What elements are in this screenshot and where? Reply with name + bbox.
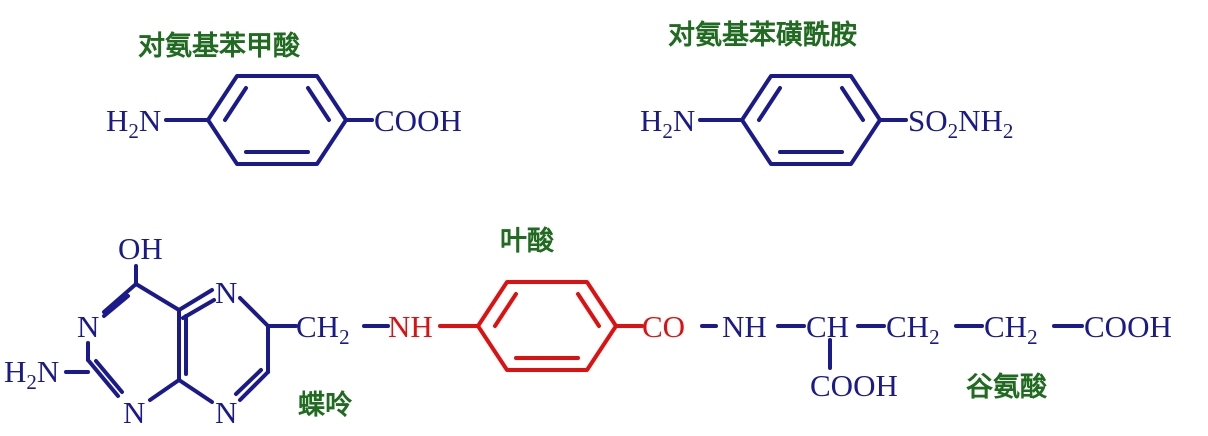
folic-acid-molecule: OH N N N N H2N CH2 NH [4,231,1172,430]
paba-amine: H2N [106,103,161,143]
folic-side-cooh: COOH [810,368,898,403]
folic-ring-n1: N [77,309,99,344]
folic-ring-bond [148,378,181,402]
sulfanilamide-molecule: H2N SO2NH2 [640,74,1013,166]
folic-ring-bond [238,296,270,328]
sulfa-double-bond [840,86,865,122]
label-sulfanilamide: 对氨基苯磺酰胺 [668,20,857,51]
sulfa-sulfonamide: SO2NH2 [908,103,1013,143]
folic-oh: OH [118,231,163,266]
label-paba: 对氨基苯甲酸 [138,31,301,62]
folic-ring-n2: N [123,395,145,430]
paba-molecule: H2N COOH [106,74,462,166]
folic-ring-double-bond [94,359,124,394]
folic-ring-n4: N [215,395,237,430]
folic-ch2-c: CH2 [984,309,1038,349]
label-glutamic-acid: 谷氨酸 [966,372,1048,403]
folic-nh: NH [388,309,433,344]
folic-ring-bond [86,358,120,398]
label-pteridine: 蝶呤 [298,389,353,421]
folic-co: CO [642,309,685,344]
folic-ring-bond [134,282,181,312]
folic-ring-double-bond [576,292,601,328]
folic-ring-double-bond [181,298,216,320]
folic-ring-bond [238,370,270,402]
folic-ring-bond [177,378,214,404]
sulfa-amine: H2N [640,103,695,143]
folic-ring-bond [177,288,214,312]
paba-acid: COOH [374,103,462,138]
sulfa-double-bond [757,86,782,122]
paba-double-bond [306,86,331,122]
folic-ch2-b: CH2 [886,309,940,349]
folic-nh2: NH [722,309,767,344]
folic-ring-double-bond [493,292,518,328]
paba-double-bond [223,86,248,122]
folic-ring-bond [102,282,138,314]
folic-end-cooh: COOH [1084,309,1172,344]
folic-ring-double-bond [234,368,263,396]
folic-ring-bond [102,294,130,318]
folic-ch: CH [806,309,849,344]
folic-amine: H2N [4,354,59,394]
label-folic-acid: 叶酸 [500,226,555,257]
folic-ring-n3: N [215,275,237,310]
folic-ch2: CH2 [296,309,350,349]
